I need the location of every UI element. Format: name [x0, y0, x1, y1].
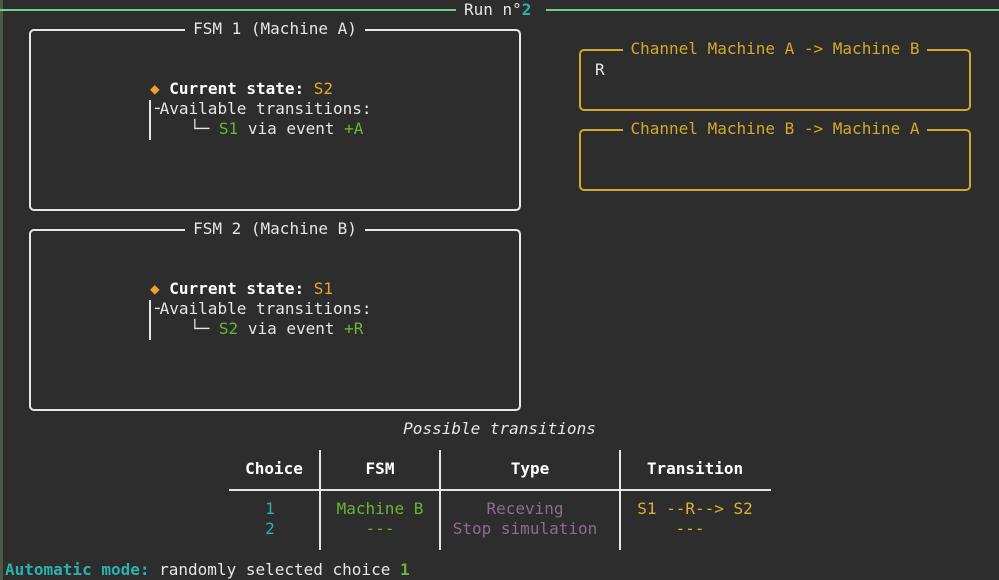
- fsm1-panel: FSM 1 (Machine A): [29, 19, 521, 211]
- table-col-divider: [439, 450, 441, 550]
- fsm2-available-transitions: ╶Available transitions:: [150, 299, 372, 318]
- fsm1-available-transitions: ╶Available transitions:: [150, 99, 372, 118]
- fsm1-tree-line: [149, 100, 151, 140]
- run-number: 2: [521, 0, 532, 19]
- table-row-choice[interactable]: 1: [265, 499, 275, 518]
- run-title: Run n°2: [456, 0, 540, 20]
- diamond-icon: ◆: [150, 79, 160, 98]
- status-message: randomly selected choice: [159, 560, 391, 579]
- channel-ab-content: R: [595, 60, 605, 79]
- table-header-choice: Choice: [245, 459, 303, 478]
- table-row-choice[interactable]: 2: [265, 519, 275, 538]
- fsm2-state-value: S1: [313, 279, 334, 298]
- table-header-transition: Transition: [646, 459, 744, 478]
- fsm2-tree-line: [149, 300, 151, 340]
- table-col-divider: [319, 450, 321, 550]
- window-edge: [0, 0, 3, 580]
- header-rule-right: [546, 9, 999, 11]
- table-header-fsm: FSM: [365, 459, 395, 478]
- channel-ab-panel: Channel Machine A -> Machine B: [579, 39, 971, 111]
- diamond-icon: ◆: [150, 279, 160, 298]
- table-row-transition: ---: [675, 519, 705, 538]
- table-col-divider: [619, 450, 621, 550]
- header-rule-left: [0, 9, 456, 11]
- fsm2-title: FSM 2 (Machine B): [185, 219, 365, 238]
- status-line: Automatic mode: randomly selected choice…: [5, 560, 410, 580]
- table-row-fsm: Machine B: [336, 499, 424, 518]
- table-header-type: Type: [510, 459, 550, 478]
- fsm1-transition-item: └─ S1 via event +A: [190, 119, 364, 138]
- table-row-transition: S1 --R--> S2: [637, 499, 753, 518]
- channel-ab-title: Channel Machine A -> Machine B: [622, 39, 928, 58]
- channel-ba-panel: Channel Machine B -> Machine A: [579, 119, 971, 191]
- table-header-divider: [229, 489, 771, 491]
- fsm1-state-value: S2: [313, 79, 334, 98]
- table-row-type: Stop simulation: [452, 519, 598, 538]
- selected-choice: 1: [399, 560, 410, 579]
- fsm2-panel: FSM 2 (Machine B): [29, 219, 521, 411]
- table-row-fsm: ---: [365, 519, 395, 538]
- fsm1-title: FSM 1 (Machine A): [185, 19, 365, 38]
- fsm2-transition-item: └─ S2 via event +R: [190, 319, 364, 338]
- fsm1-current-state: ◆ Current state: S2: [150, 79, 334, 98]
- channel-ba-title: Channel Machine B -> Machine A: [622, 119, 928, 138]
- table-row-type: Receving: [486, 499, 564, 518]
- table-title: Possible transitions: [403, 419, 596, 438]
- mode-label: Automatic mode:: [5, 560, 150, 579]
- fsm2-current-state: ◆ Current state: S1: [150, 279, 334, 298]
